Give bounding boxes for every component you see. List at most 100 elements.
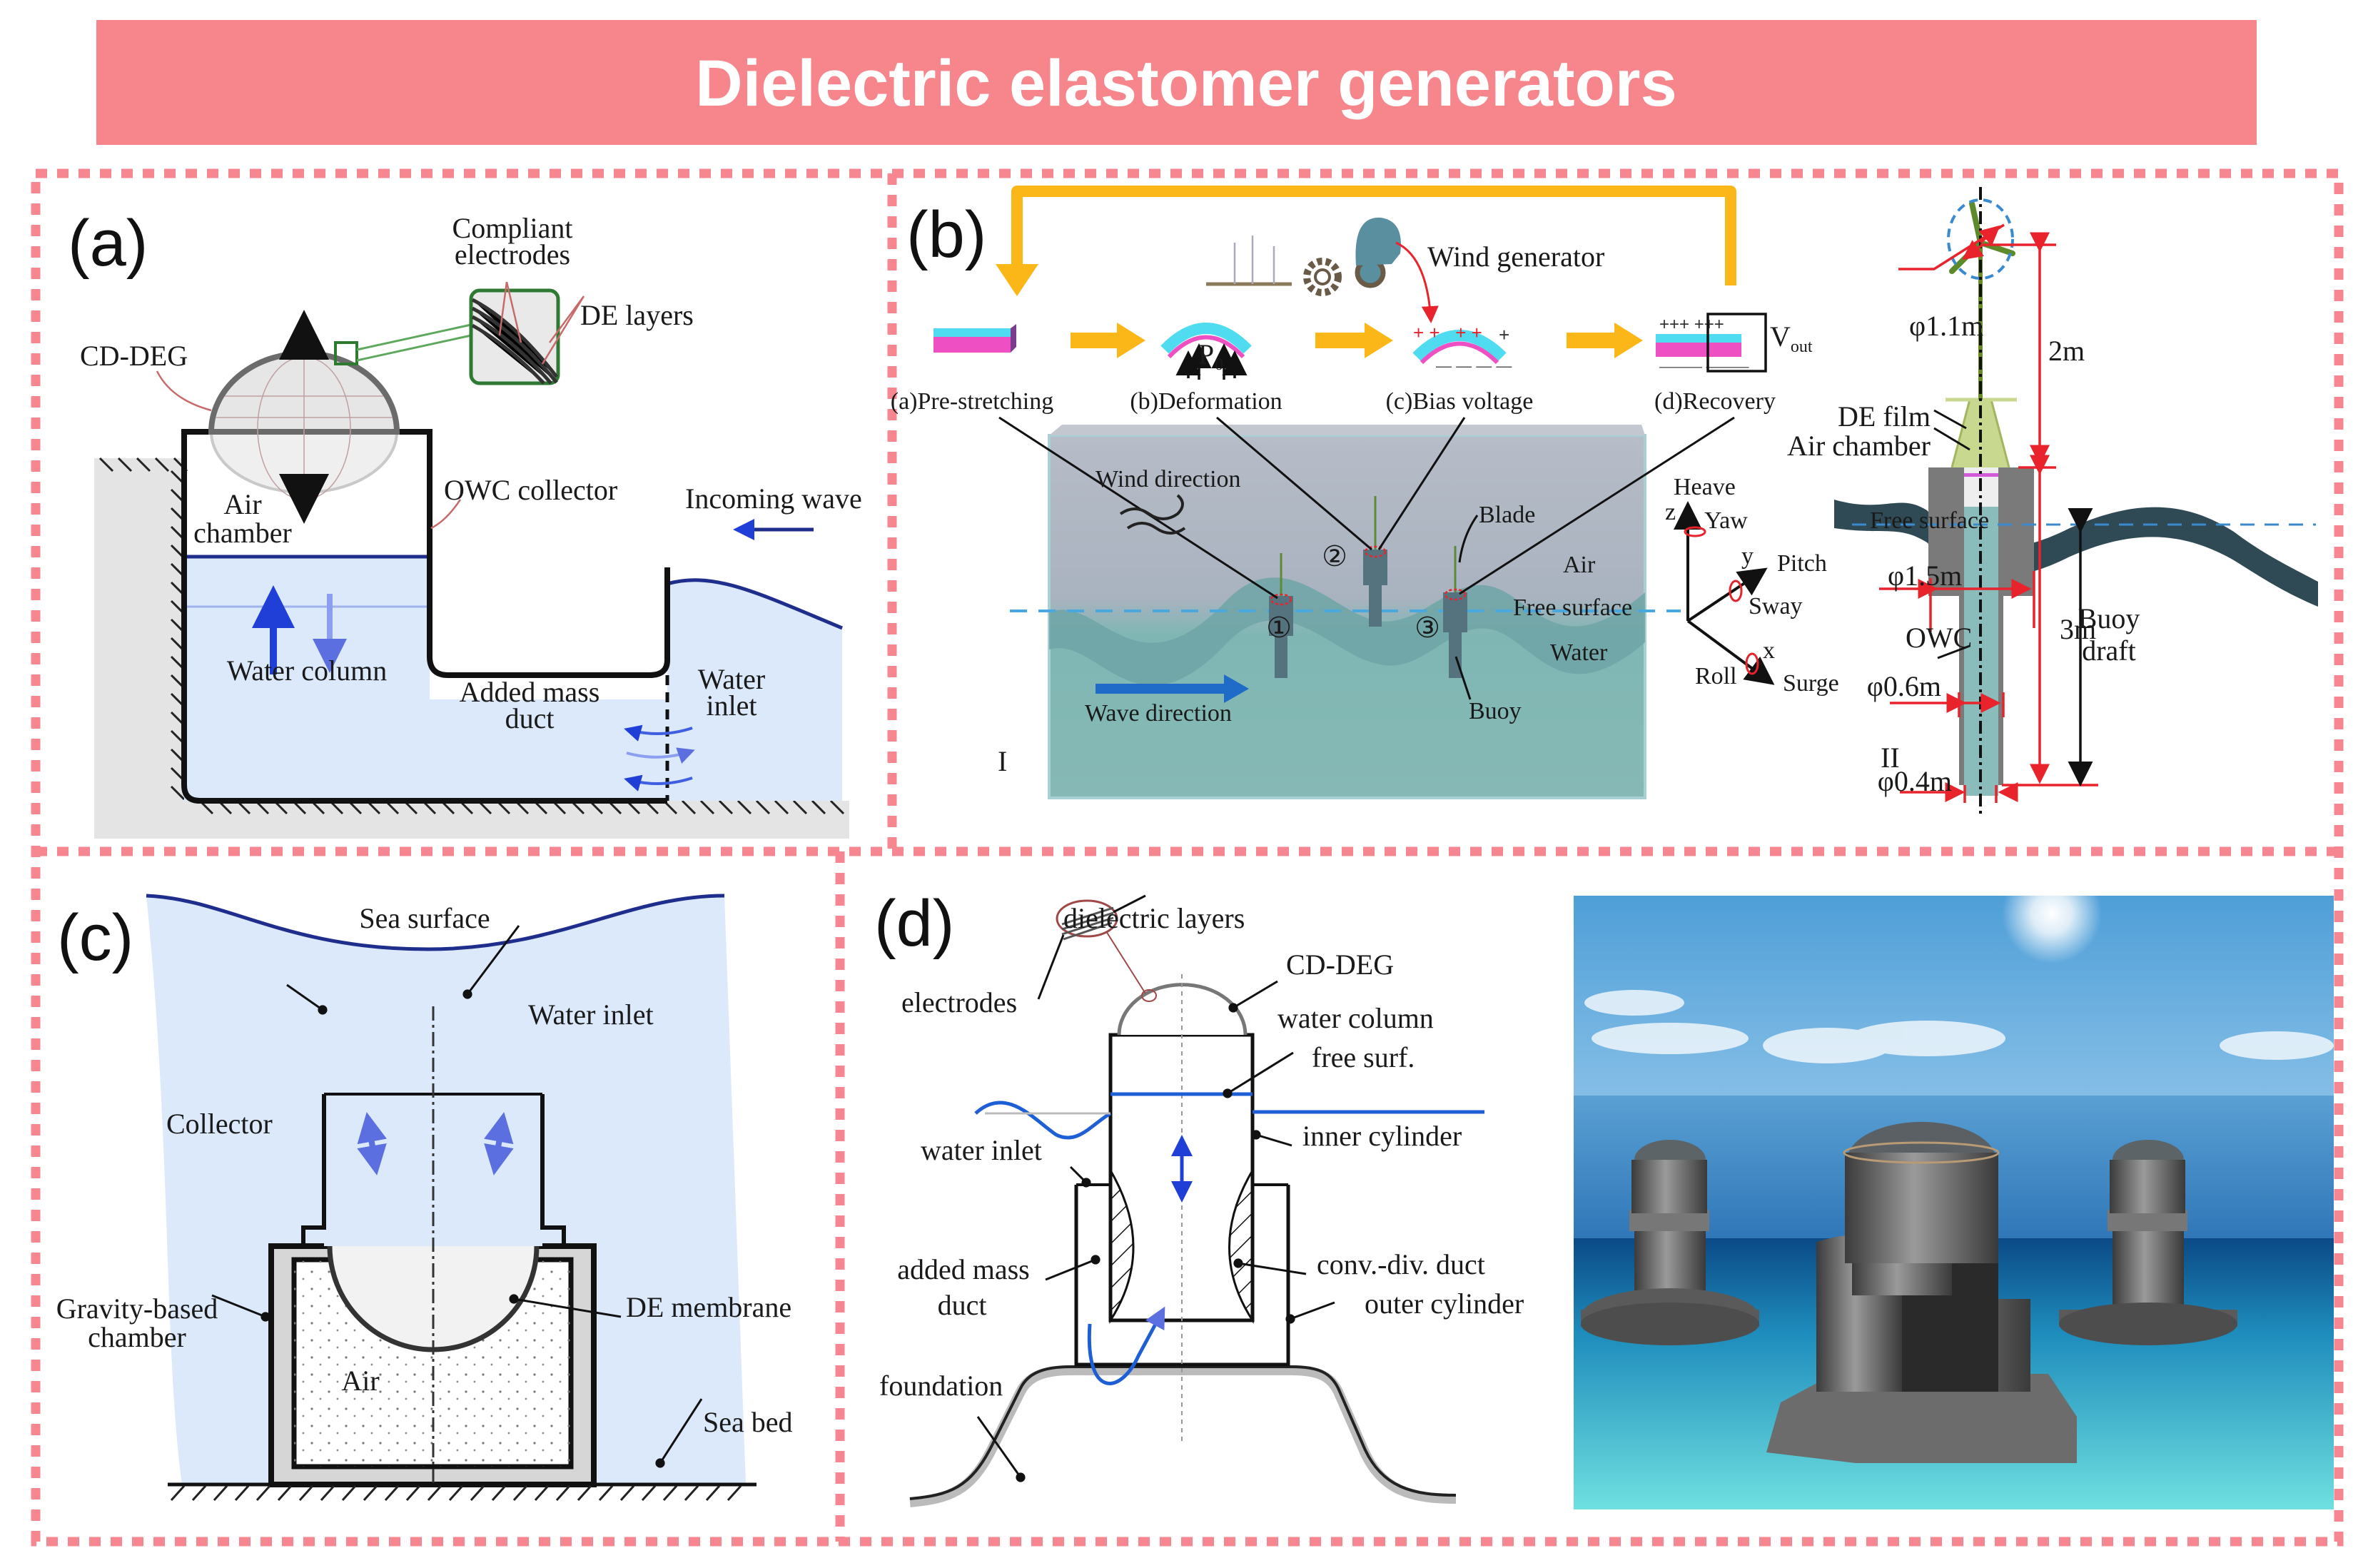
conv-div-duct-right — [1228, 1166, 1254, 1325]
axis-surge: Surge — [1783, 670, 1839, 697]
label-air-chamber: Air chamber — [1787, 430, 1931, 462]
axis-yaw: Yaw — [1704, 507, 1748, 534]
de-layers-leader — [541, 295, 585, 365]
label-wind-direction: Wind direction — [1096, 466, 1241, 492]
label-compliant-electrodes-1: Compliant — [452, 212, 573, 244]
hatch-stroke — [384, 1484, 400, 1502]
hatch-stroke — [718, 799, 734, 815]
scene-I-roman: I — [998, 745, 1007, 777]
label-gravity-chamber-1: Gravity-based — [56, 1293, 218, 1325]
label-water-inlet: water inlet — [921, 1134, 1042, 1166]
svg-text:+ + + +: + + + + — [1413, 322, 1482, 343]
label-owc: OWC — [1906, 622, 1972, 654]
outer-cylinder — [1074, 1185, 1290, 1367]
label-gravity-chamber-2: chamber — [88, 1321, 186, 1353]
label-de-membrane: DE membrane — [626, 1291, 791, 1323]
water-inlet-leader — [1069, 1165, 1091, 1188]
step-4-label: (d)Recovery — [1654, 388, 1776, 415]
feedback-loop-arrowhead — [996, 264, 1038, 296]
svg-text:+++ +++: +++ +++ — [1659, 315, 1724, 334]
dome-zoom-marker — [1141, 989, 1157, 1002]
owc-collector-leader — [430, 499, 462, 530]
hatch-stroke — [154, 457, 170, 472]
flow-arrow-2-head — [1365, 323, 1393, 358]
hatch-stroke — [619, 1484, 635, 1502]
incoming-wave-surface — [667, 578, 843, 630]
label-foundation: foundation — [879, 1370, 1003, 1402]
detail-II: φ1.1m 2m DE film Air chamber Free surfac… — [1787, 187, 2318, 814]
panel-b: (b) Wind generator (a)Pre-stretching — [891, 186, 2318, 814]
cd-deg-leader — [1228, 980, 1278, 1013]
label-sea-surface: Sea surface — [359, 902, 490, 934]
collector-leader — [286, 983, 328, 1015]
hatch-stroke — [641, 1484, 657, 1502]
label-water-inlet: Water inlet — [528, 998, 654, 1031]
dimension-lines — [1879, 223, 2098, 803]
dielectric-stack — [1061, 906, 1114, 941]
panel-c: (c) Sea surface Water inlet Collector Gr… — [56, 894, 793, 1502]
label-buoy-draft-2: draft — [2082, 634, 2136, 667]
de-marker-circles — [1270, 545, 1467, 606]
label-dielectric-layers: dielectric layers — [1063, 902, 1245, 934]
hatch-stroke — [774, 799, 789, 815]
hatch-stroke — [534, 1484, 550, 1502]
title-banner: Dielectric elastomer generators — [96, 20, 2257, 145]
flow-arrow-1-head — [1117, 323, 1145, 358]
scene-wave-surface — [1049, 577, 1645, 686]
wind-generator-icon — [1206, 217, 1439, 323]
blade-leader — [1458, 515, 1479, 563]
rotor-sweep-circle — [1947, 198, 2014, 280]
hatch-stroke — [170, 785, 186, 801]
hatch-stroke — [405, 1484, 421, 1502]
pressure-symbol: P₀ — [1198, 338, 1224, 370]
hatch-stroke — [512, 1484, 528, 1502]
wind-swirl-icon — [1119, 494, 1186, 535]
panel-b-tag: (b) — [906, 198, 986, 271]
hatch-stroke — [363, 1484, 378, 1502]
panel-d-tag: (d) — [874, 887, 954, 960]
inset-connector — [1105, 931, 1146, 994]
label-air: Air — [341, 1365, 379, 1397]
hatch-stroke — [191, 1484, 207, 1502]
label-water-column-2: free surf. — [1312, 1041, 1415, 1073]
water-inlet-leader — [462, 925, 520, 999]
collector-walls — [301, 1094, 566, 1246]
label-cd-deg: CD-DEG — [80, 340, 188, 372]
electrodes-leader — [498, 281, 522, 343]
flow-path-arrow — [1087, 1306, 1165, 1385]
cd-deg-leader — [156, 370, 212, 412]
label-electrodes: electrodes — [901, 986, 1017, 1018]
vout-symbol: V — [1770, 320, 1791, 353]
dim-outlet-diameter: φ0.4m — [1878, 765, 1952, 797]
buoy-marker-1: ① — [1266, 612, 1292, 644]
render-illustration — [1574, 864, 2334, 1509]
dome-zoom-box — [334, 341, 358, 365]
label-de-film: DE film — [1838, 400, 1931, 433]
panel-a: (a) — [68, 207, 862, 839]
hatch-stroke — [491, 1484, 507, 1502]
label-water: Water — [1550, 639, 1608, 666]
added-mass-leader — [1045, 1255, 1101, 1281]
dim-rotor-diameter: φ1.1m — [1909, 310, 1983, 342]
label-air: Air — [1563, 552, 1596, 578]
de-layer-stack — [471, 298, 558, 385]
step-pre-stretching: (a)Pre-stretching — [891, 324, 1053, 415]
sea-bed-leader — [655, 1398, 703, 1468]
label-incoming-wave: Incoming wave — [685, 482, 862, 515]
label-de-layers: DE layers — [580, 299, 694, 331]
label-free-surface: Free surface — [1513, 595, 1632, 621]
svg-text:— — — —: — — — — — [1436, 357, 1512, 375]
outer-cylinder-leader — [1285, 1301, 1335, 1324]
electrodes-leader — [1037, 934, 1065, 1000]
svg-text:+: + — [1499, 324, 1509, 345]
label-outer-cylinder: outer cylinder — [1365, 1288, 1524, 1320]
sun — [2002, 864, 2102, 963]
label-air-chamber-1: Air — [223, 488, 261, 520]
motion-axes: Heave z Yaw y Pitch Sway x Roll Surge — [1665, 474, 1839, 697]
owc-collector-outline — [181, 429, 670, 804]
hatch-stroke — [277, 1484, 293, 1502]
zoom-connector — [356, 323, 472, 362]
label-buoy: Buoy — [1469, 698, 1522, 724]
axis-x: x — [1763, 637, 1775, 664]
